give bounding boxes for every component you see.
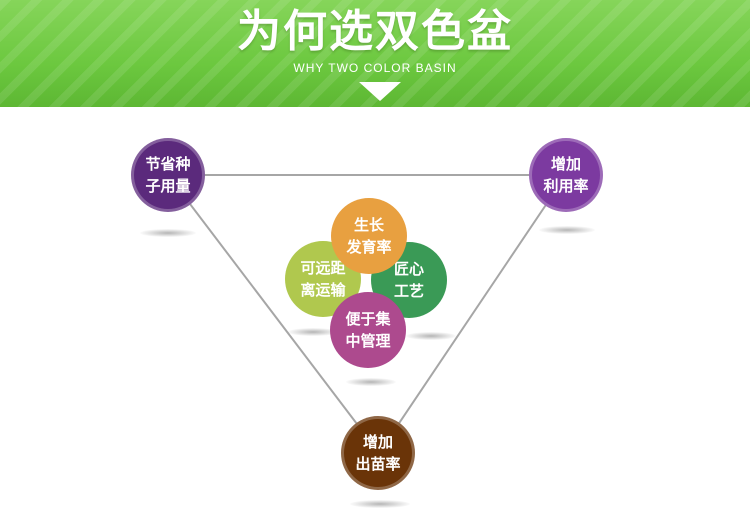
header-banner: 为何选双色盆 WHY TWO COLOR BASIN	[0, 0, 750, 107]
node-label-line1: 节省种	[145, 155, 191, 173]
petal-label-line2: 中管理	[345, 332, 391, 350]
node-label-line2: 利用率	[543, 177, 589, 195]
petal-label-line2: 离运输	[300, 281, 346, 299]
node-save-seed: 节省种 子用量	[131, 138, 205, 212]
node-increase-utilization: 增加 利用率	[529, 138, 603, 212]
node-increase-germination: 增加 出苗率	[341, 416, 415, 490]
connector-line-right	[378, 174, 567, 454]
shadow-petal-bottom	[346, 378, 396, 386]
page-title: 为何选双色盆	[237, 6, 513, 57]
down-arrow-icon	[359, 82, 401, 101]
node-label-line1: 增加	[362, 433, 393, 451]
petal-growth: 生长 发育率	[331, 198, 407, 274]
node-label-line2: 子用量	[145, 177, 191, 195]
shadow-top-right	[539, 226, 595, 234]
petal-label-line1: 便于集	[345, 310, 391, 328]
node-label-line1: 增加	[550, 155, 581, 173]
petal-label-line2: 工艺	[393, 282, 424, 300]
petal-management: 便于集 中管理	[330, 292, 406, 368]
connector-line-left	[167, 174, 380, 454]
petal-label-line1: 可远距	[300, 259, 346, 277]
petal-label-line2: 发育率	[346, 238, 392, 256]
petal-craftsmanship: 匠心 工艺	[371, 242, 447, 318]
petal-label-line1: 生长	[353, 216, 384, 234]
shadow-top-left	[140, 229, 196, 237]
petal-label-line1: 匠心	[393, 260, 424, 278]
page-subtitle: WHY TWO COLOR BASIN	[293, 61, 457, 75]
shadow-petal-right	[406, 332, 456, 340]
shadow-petal-left	[288, 328, 338, 336]
node-label-line2: 出苗率	[355, 455, 401, 473]
shadow-bottom	[350, 500, 410, 508]
